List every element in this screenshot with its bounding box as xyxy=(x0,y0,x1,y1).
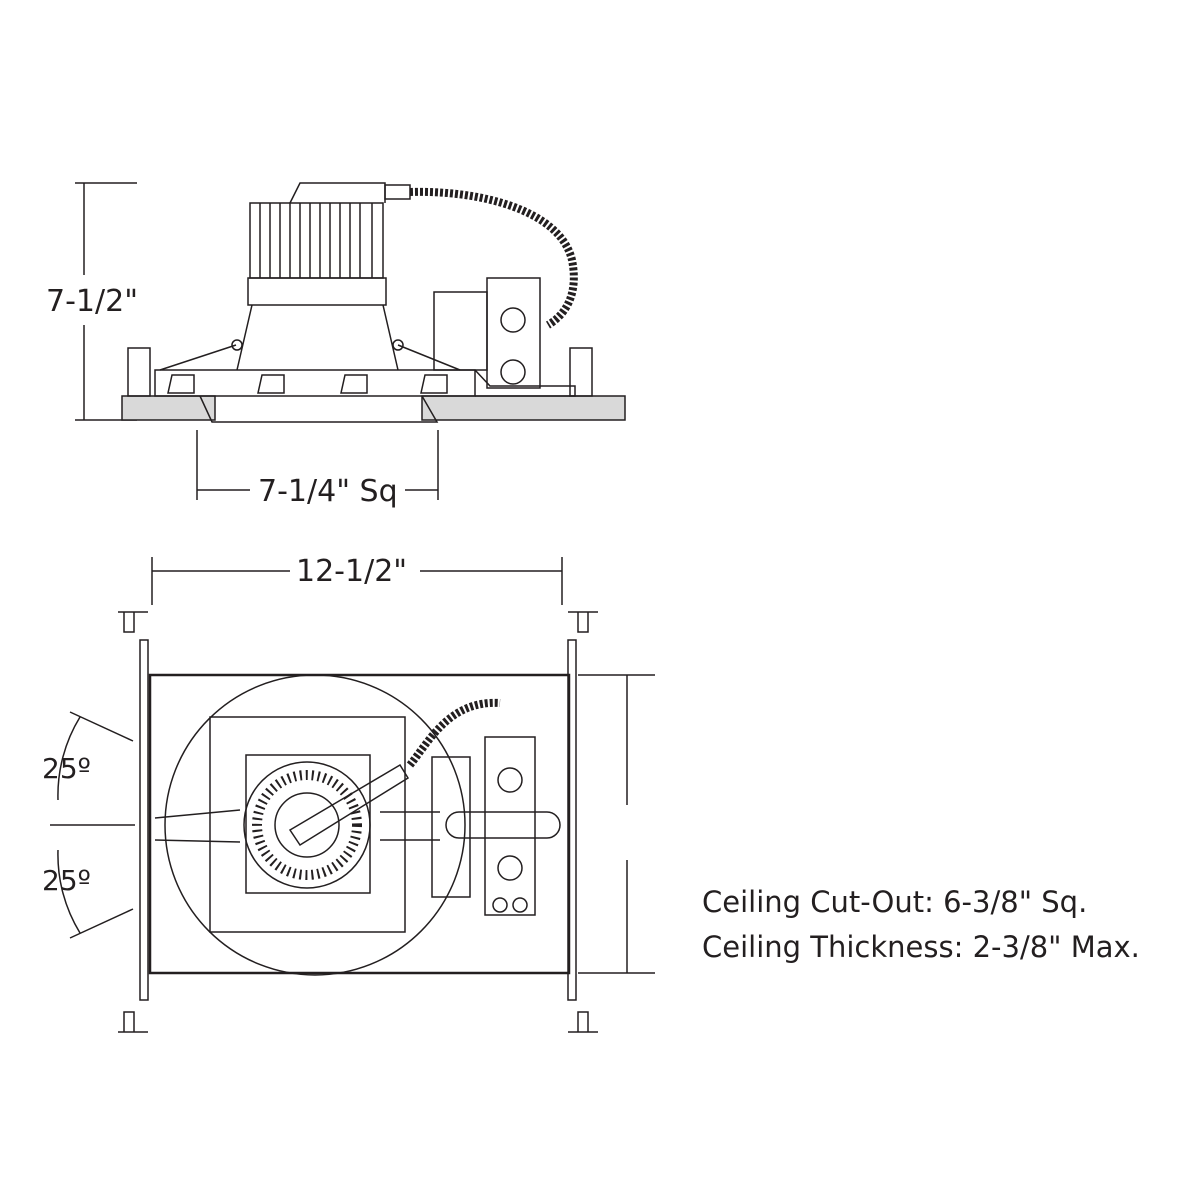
plan-dimension-right xyxy=(578,674,655,974)
box-handle xyxy=(445,811,561,839)
aperture-label: 7-1/4" Sq xyxy=(258,474,398,509)
driver-box xyxy=(431,756,471,898)
heatsink-fins xyxy=(252,770,362,880)
tilt-down-label: 25º xyxy=(42,864,91,897)
tilt-dimension xyxy=(50,711,135,939)
aperture-dimension xyxy=(196,430,439,500)
junction-box-plan xyxy=(484,736,536,916)
trim-frame xyxy=(209,716,406,933)
heatsink-top xyxy=(243,761,371,889)
gimbal-yoke xyxy=(154,809,440,843)
gimbal-ring xyxy=(164,674,466,976)
mounting-plate xyxy=(148,673,571,975)
width-label: 12-1/2" xyxy=(296,554,408,589)
driver-arm xyxy=(288,763,410,847)
heatsink-core xyxy=(274,792,340,858)
height-label: 7-1/2" xyxy=(46,284,138,319)
width-dimension xyxy=(151,557,563,605)
housing-plate xyxy=(127,347,593,423)
reflector-cone xyxy=(159,277,461,371)
flex-conduit xyxy=(409,187,578,329)
cutout-note: Ceiling Cut-Out: 6-3/8" Sq. xyxy=(702,885,1088,919)
junction-box xyxy=(433,277,541,389)
heatsink xyxy=(249,182,411,279)
plan-view xyxy=(50,557,655,1033)
tilt-up-label: 25º xyxy=(42,752,91,785)
thickness-note: Ceiling Thickness: 2-3/8" Max. xyxy=(702,930,1140,964)
side-view xyxy=(75,182,626,500)
flex-conduit-plan xyxy=(406,698,501,768)
ceiling-section xyxy=(121,395,626,421)
